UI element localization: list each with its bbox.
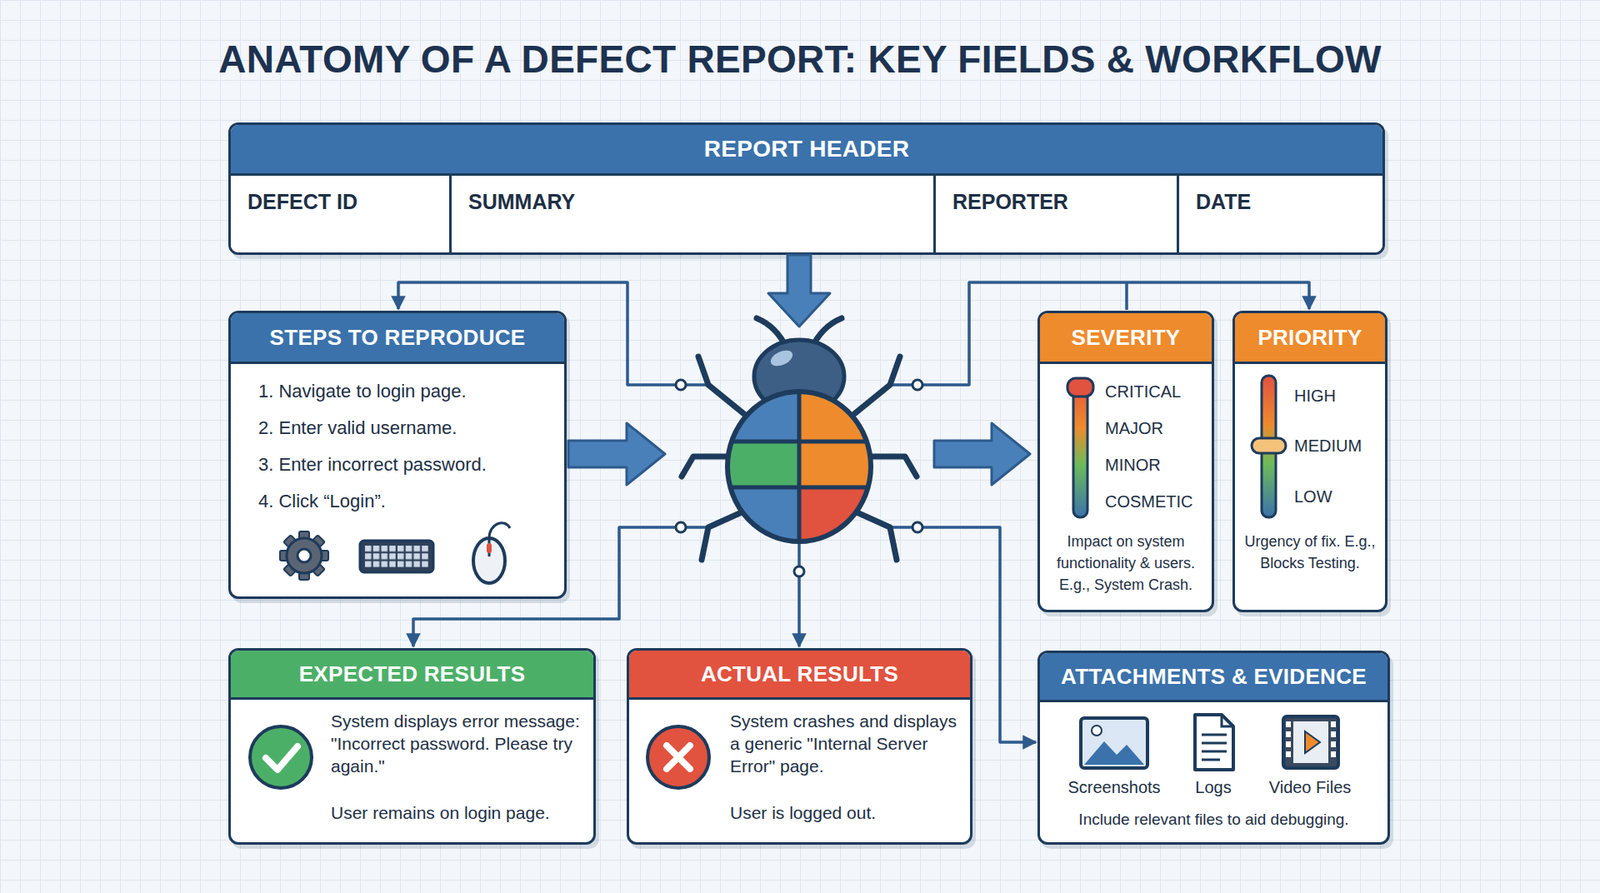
description-text: Urgency of fix. E.g., Blocks Testing. — [1243, 530, 1377, 575]
level-label: COSMETIC — [1105, 490, 1210, 513]
bug-body-segment — [725, 487, 800, 546]
box-heading: PRIORITY — [1235, 313, 1385, 365]
bug-head — [754, 340, 845, 414]
connector-dot — [794, 566, 805, 577]
bug-body-segment — [799, 388, 875, 442]
bug-leg — [856, 512, 897, 560]
field-cell: REPORTER — [933, 175, 1177, 253]
bug-leg — [681, 456, 731, 477]
field-cell: DEFECT ID — [230, 175, 450, 253]
steps-box: STEPS TO REPRODUCE 1. Navigate to login p… — [228, 310, 567, 600]
field-cell: SUMMARY — [449, 175, 934, 253]
step-item: 3. Enter incorrect password. — [258, 453, 559, 477]
result-text: User remains on login page. — [330, 801, 585, 825]
box-heading: STEPS TO REPRODUCE — [230, 313, 565, 365]
flow-arrow — [768, 255, 830, 327]
bug-body-segment — [725, 388, 800, 442]
leader-line — [1125, 282, 1129, 310]
level-label: MAJOR — [1105, 417, 1210, 440]
connector-dot — [675, 380, 686, 390]
result-text: System displays error message: "Incorrec… — [330, 710, 585, 778]
bug-antenna — [756, 318, 787, 349]
field-label: DATE — [1195, 189, 1385, 215]
bug-head-gloss — [768, 347, 795, 370]
level-label: LOW — [1294, 485, 1382, 508]
file-label: Logs — [1163, 776, 1264, 799]
field-label: DEFECT ID — [247, 189, 440, 215]
box-heading: ATTACHMENTS & EVIDENCE — [1040, 653, 1388, 703]
connector-dot — [912, 380, 923, 390]
expected-results-box: EXPECTED RESULTS System displays error me… — [228, 648, 596, 845]
actual-results-box: ACTUAL RESULTS System crashes and display… — [626, 648, 973, 845]
level-label: MINOR — [1105, 454, 1210, 476]
bug-body-segment — [799, 441, 875, 488]
bug-antenna — [811, 318, 842, 349]
severity-box: SEVERITY CRITICAL MAJOR MINOR COSMETIC Impact… — [1037, 310, 1215, 613]
step-item: 2. Enter valid username. — [258, 416, 559, 440]
connector-dot — [675, 522, 686, 533]
header-panel: REPORT HEADER DEFECT ID SUMMARY REPORTER DAT… — [228, 122, 1385, 255]
box-heading: ACTUAL RESULTS — [629, 650, 970, 700]
attachments-box: ATTACHMENTS & EVIDENCE ScreenshotsLogsVid… — [1037, 650, 1390, 845]
level-label: MEDIUM — [1294, 435, 1382, 457]
result-text: System crashes and displays a generic "I… — [730, 710, 968, 778]
bug-leg — [698, 356, 745, 415]
box-heading: REPORT HEADER — [230, 125, 1383, 176]
bug-leg — [867, 456, 917, 477]
bug-body-seam — [723, 388, 875, 546]
box-heading: SEVERITY — [1040, 313, 1212, 365]
description-text: Impact on system functionality & users. … — [1041, 530, 1210, 596]
priority-box: PRIORITY HIGH MEDIUM LOW Urgency of fix. E.g… — [1232, 310, 1388, 613]
leader-line — [797, 541, 801, 647]
field-label: SUMMARY — [468, 189, 660, 215]
bug-leg — [701, 512, 742, 560]
level-label: CRITICAL — [1105, 380, 1210, 403]
result-text: User is logged out. — [730, 801, 968, 825]
step-item: 4. Click “Login”. — [258, 490, 559, 514]
field-label: REPORTER — [952, 189, 1145, 215]
file-label: Video Files — [1260, 776, 1360, 799]
note-text: Include relevant files to aid debugging. — [1040, 809, 1388, 831]
flow-arrow — [568, 423, 665, 485]
step-item: 1. Navigate to login page. — [258, 380, 559, 404]
file-label: Screenshots — [1064, 776, 1165, 799]
diagram-title: ANATOMY OF A DEFECT REPORT: KEY FIELDS &… — [0, 36, 1600, 82]
level-label: HIGH — [1294, 385, 1382, 407]
field-cell: DATE — [1176, 175, 1383, 253]
bug-body-segment — [725, 441, 800, 488]
flow-arrow — [934, 423, 1030, 485]
bug-leg — [854, 356, 900, 415]
box-heading: EXPECTED RESULTS — [230, 650, 594, 700]
connector-dot — [912, 522, 923, 533]
bug-body-outline — [727, 391, 871, 542]
bug-body-segment — [799, 487, 875, 546]
